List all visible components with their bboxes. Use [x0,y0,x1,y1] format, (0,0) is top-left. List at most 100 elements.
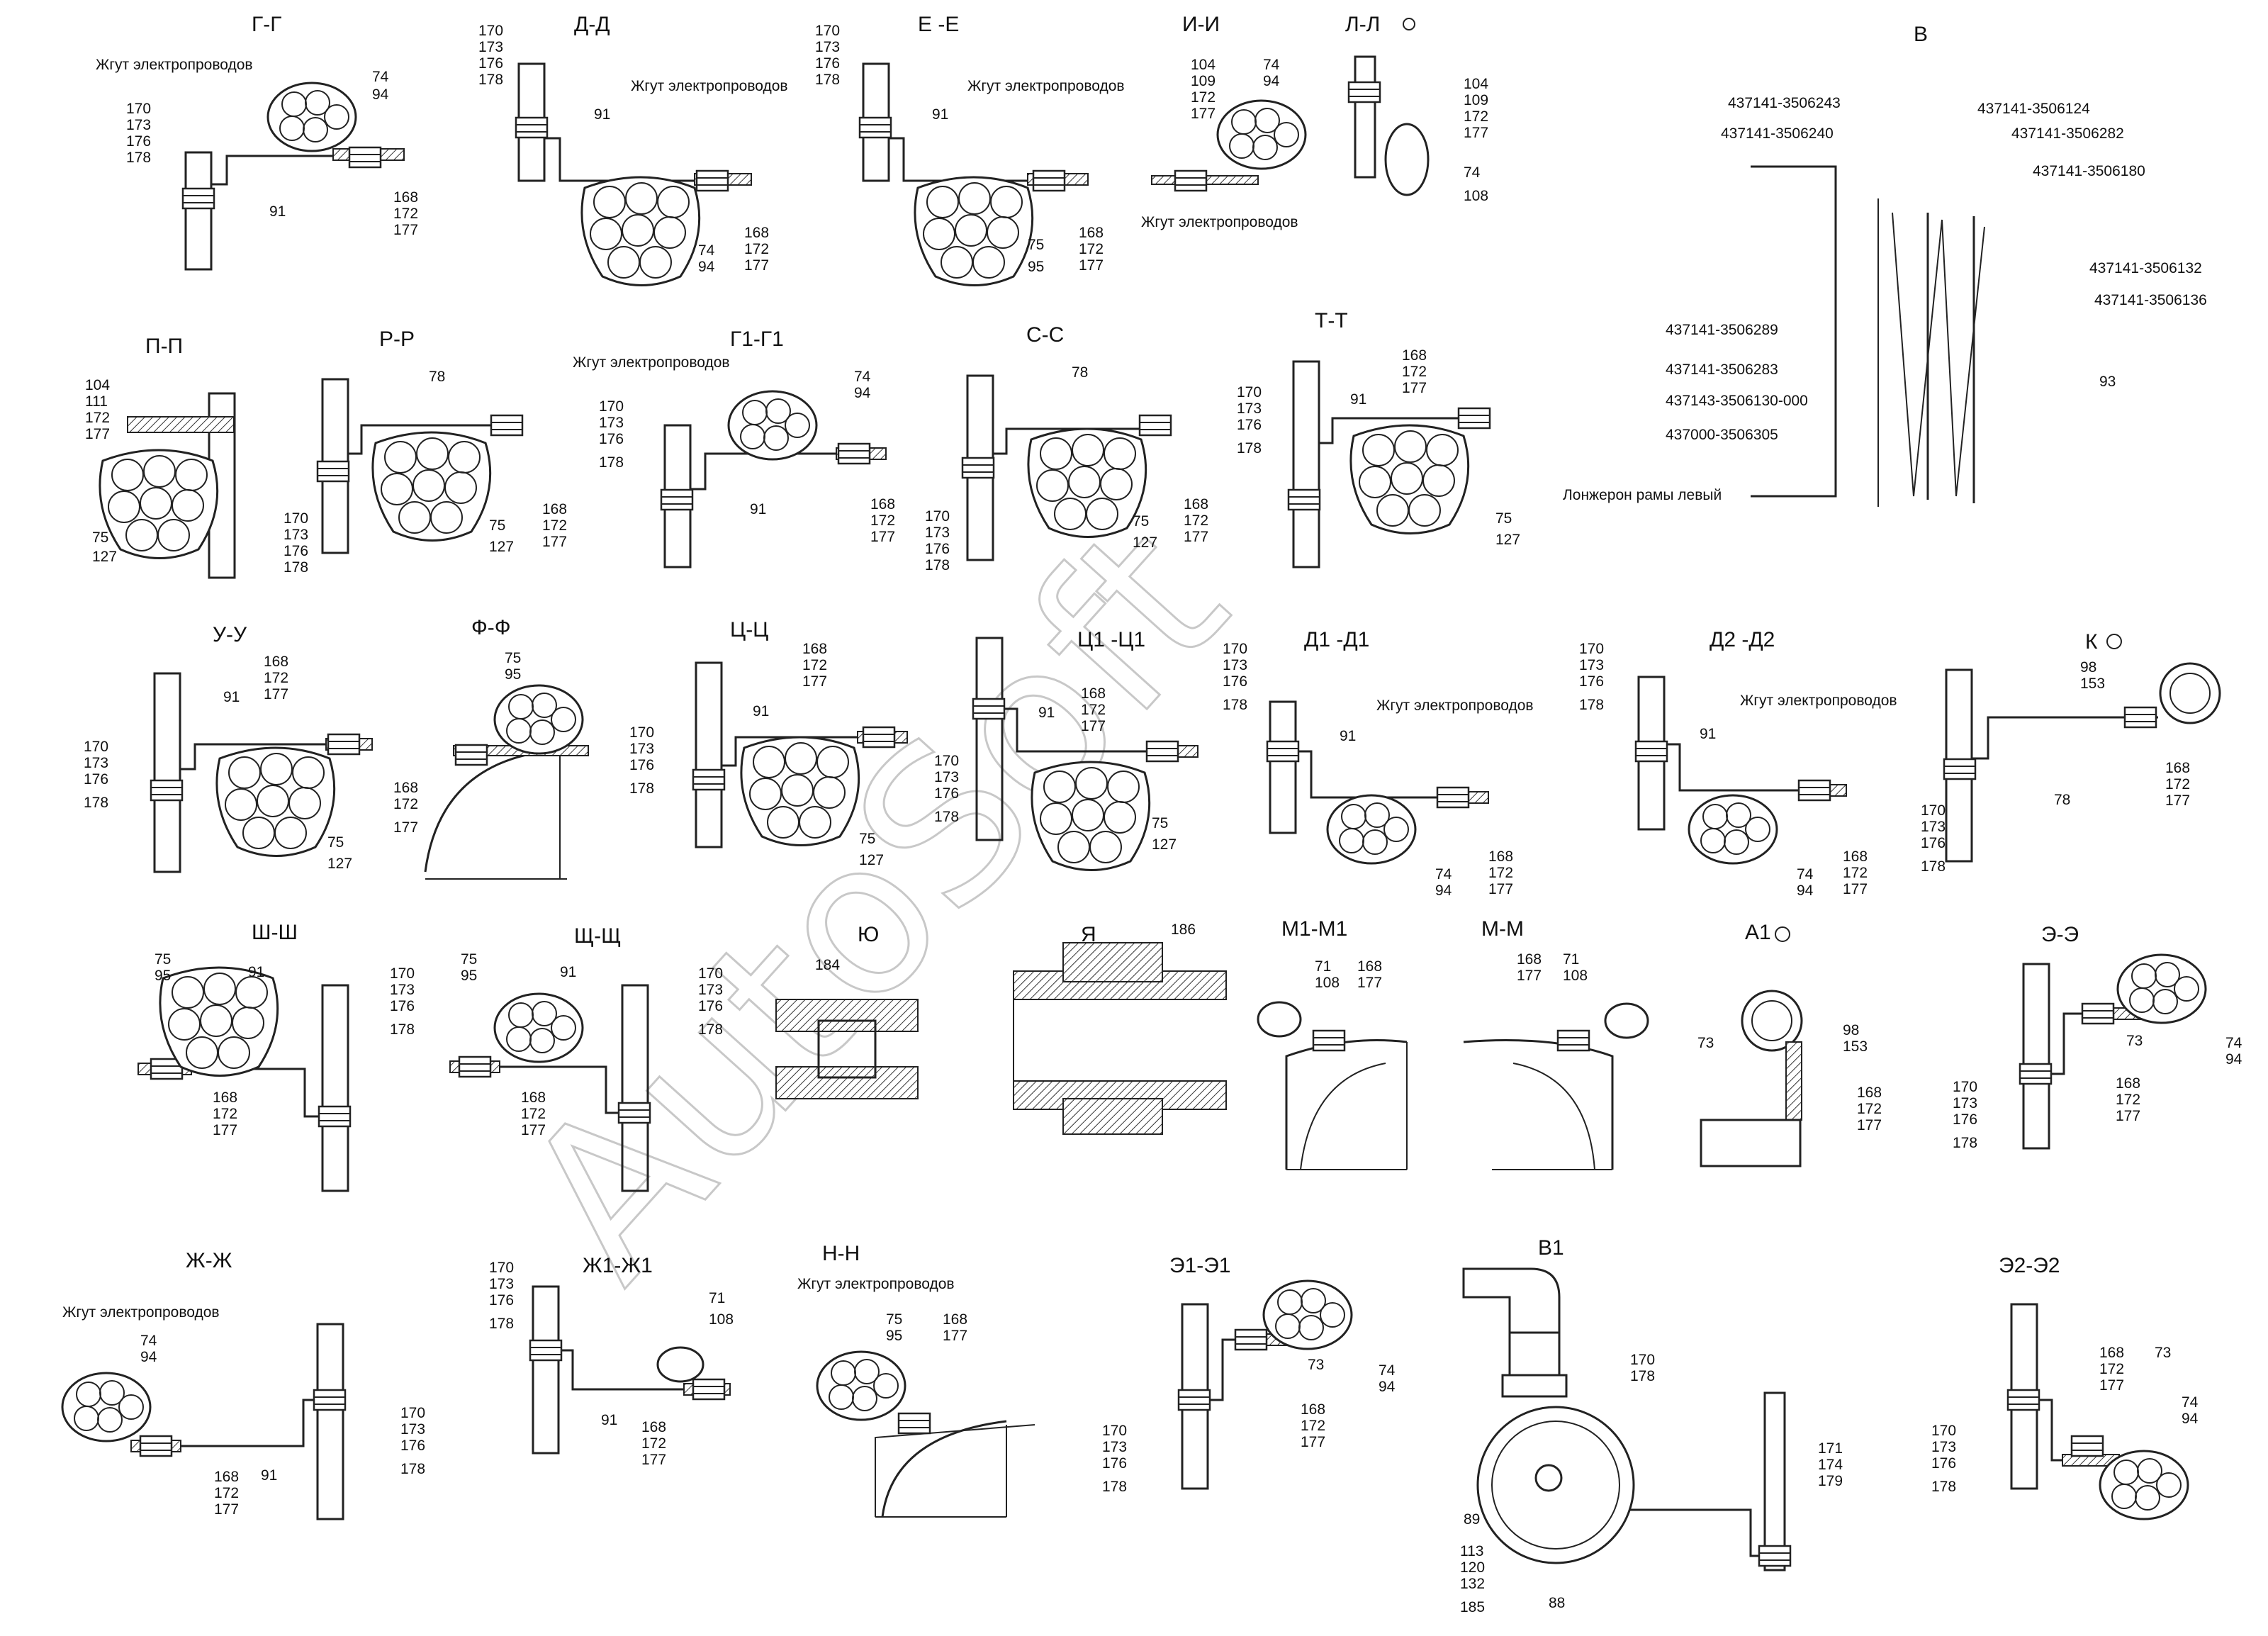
callout-177: 177 [213,1122,237,1138]
callout-172: 172 [521,1106,546,1122]
callout-173: 173 [1102,1439,1127,1455]
view-i-i: И-И 104 109 172 177 74 94 Жгут электропр… [1141,13,1307,230]
callout-168: 168 [943,1311,967,1328]
callout-132: 132 [1460,1576,1485,1592]
callout-177: 177 [2165,792,2190,809]
frame-spar [184,151,213,271]
callout-178: 178 [478,72,503,88]
callout-177: 177 [2099,1377,2124,1394]
callout-172: 172 [213,1106,237,1122]
callout-127: 127 [489,539,514,555]
callout-173: 173 [400,1421,425,1438]
callout-176: 176 [1931,1455,1956,1472]
callout-177: 177 [1184,529,1208,545]
bolt [660,488,694,511]
callout-177: 177 [744,257,769,274]
callout-91: 91 [750,501,766,517]
callout-176: 176 [84,771,108,788]
callout-98: 98 [1843,1022,1859,1038]
callout-95: 95 [155,968,171,984]
bolt [1145,740,1179,763]
bolt [316,460,350,483]
harness-bundle [1326,794,1417,865]
callout-95: 95 [1028,259,1044,275]
view-title: Д-Д [574,13,610,36]
part-number: 437141-3506136 [2094,292,2207,308]
callout-170: 170 [698,965,723,982]
callout-111: 111 [85,393,108,410]
callout-178: 178 [698,1021,723,1038]
part-number: 437141-3506132 [2089,260,2202,276]
arch-outline [875,1424,1035,1517]
callout-95: 95 [886,1328,902,1344]
callout-177: 177 [1517,968,1542,984]
bolt [139,1435,173,1457]
callout-75: 75 [886,1311,902,1328]
callout-94: 94 [1263,73,1280,89]
view-title: Л-Л [1345,13,1380,36]
callout-172: 172 [1184,512,1208,529]
harness-label: Жгут электропроводов [62,1304,220,1321]
callout-73: 73 [2126,1033,2143,1049]
callout-176: 176 [1237,417,1262,433]
callout-177: 177 [264,686,288,702]
callout-153: 153 [2080,676,2105,692]
callout-91: 91 [269,203,286,220]
detail-circle-icon [2106,634,2122,649]
view-title: Д1 -Д1 [1304,628,1369,651]
valve-port [1534,1464,1563,1492]
callout-173: 173 [284,527,308,543]
bolt [858,116,892,139]
callout-91: 91 [1700,726,1716,742]
bolt [2081,1002,2115,1025]
callout-88: 88 [1549,1595,1565,1611]
callout-74: 74 [140,1333,157,1349]
callout-173: 173 [126,117,151,133]
callout-75: 75 [505,650,521,666]
sleeve-insert [817,1019,877,1079]
callout-74: 74 [1379,1362,1396,1379]
callout-170: 170 [1579,641,1604,657]
harness-bundle [1688,794,1778,865]
callout-78: 78 [429,369,445,385]
callout-178: 178 [934,809,959,825]
bolt [692,768,726,791]
callout-171: 171 [1818,1440,1843,1457]
bolt [1634,740,1668,763]
view-v: В 437141-3506243 437141-3506240 437141-3… [1563,23,2207,507]
callout-91: 91 [1038,705,1055,721]
bracket [1972,716,2158,760]
clamp-ring-inner [1491,1421,1620,1550]
callout-176: 176 [284,543,308,559]
callout-173: 173 [478,39,503,55]
callout-98: 98 [2080,659,2096,676]
callout-176: 176 [815,55,840,72]
view-e2-e2: Э2-Э2 168 172 177 73 74 94 170 173 176 1… [1931,1254,2199,1520]
harness-label: Жгут электропроводов [797,1276,955,1292]
callout-168: 168 [1184,496,1208,512]
harness-bundle [2116,953,2207,1024]
callout-74: 74 [1464,164,1481,181]
callout-173: 173 [1223,657,1247,673]
callout-177: 177 [542,534,567,550]
watermark-text: AutoSoft [477,479,1272,1323]
view-title: И-И [1182,13,1220,36]
bracket [544,137,695,182]
callout-178: 178 [815,72,840,88]
bolt [150,779,184,802]
callout-75: 75 [859,831,875,847]
view-s-s: С-С 78 170 173 176 178 75 127 168 172 17… [925,323,1208,573]
callout-104: 104 [1191,57,1216,73]
callout-168: 168 [1402,347,1427,364]
callout-177: 177 [393,222,418,238]
view-k: К 98 153 78 168 172 177 170 173 176 178 [1921,630,2221,875]
view-title: Э-Э [2041,923,2079,946]
bolt [2123,706,2157,729]
view-ya: Я 186 [1013,921,1227,1135]
callout-177: 177 [1191,106,1216,122]
callout-170: 170 [84,739,108,755]
frame-spar [695,661,723,848]
bolt [972,697,1006,720]
part-number: 437141-3506240 [1721,125,1834,142]
callout-173: 173 [934,769,959,785]
